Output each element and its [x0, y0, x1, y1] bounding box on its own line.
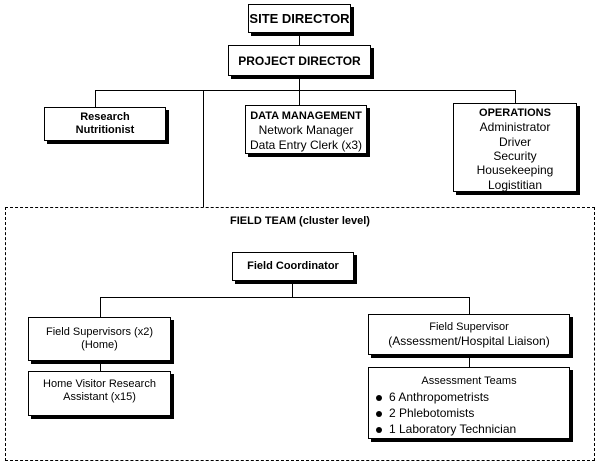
project-director-box: PROJECT DIRECTOR	[228, 45, 371, 76]
assessment-teams-item: 1 Laboratory Technician	[389, 422, 517, 436]
assessment-teams-item: 6 Anthropometrists	[389, 390, 490, 404]
operations-item: Administrator	[479, 120, 551, 135]
data-management-item: Data Entry Clerk (x3)	[249, 137, 363, 152]
connector-to-data-management	[299, 90, 300, 105]
operations-item: Driver	[499, 134, 531, 149]
home-visitor-box: Home Visitor Research Assistant (x15)	[28, 371, 171, 416]
field-team-title: FIELD TEAM (cluster level)	[230, 215, 370, 227]
connector-coordinator-down	[292, 281, 293, 297]
field-supervisors-home-line2: (Home)	[81, 339, 118, 352]
operations-item: Housekeeping	[476, 163, 554, 178]
connector-site-project	[299, 33, 300, 45]
bullet-icon	[376, 395, 382, 401]
field-coordinator-label: Field Coordinator	[247, 260, 339, 272]
connector-project-down	[299, 76, 300, 90]
research-nutritionist-line2: Nutritionist	[75, 124, 135, 137]
field-coordinator-box: Field Coordinator	[232, 252, 354, 281]
connector-to-supervisor-assessment	[469, 297, 470, 314]
connector-to-supervisors-home	[100, 297, 101, 317]
bullet-icon	[376, 427, 382, 433]
assessment-teams-box: Assessment Teams 6 Anthropometrists 2 Ph…	[368, 367, 570, 439]
field-supervisor-assessment-line1: Field Supervisor	[429, 321, 509, 333]
assessment-teams-item: 2 Phlebotomists	[389, 406, 475, 420]
connector-assessment-teams	[469, 355, 470, 367]
operations-box: OPERATIONS Administrator Driver Security…	[453, 103, 577, 192]
field-supervisor-assessment-box: Field Supervisor (Assessment/Hospital Li…	[368, 314, 570, 355]
connector-to-operations	[515, 90, 516, 103]
connector-to-field-team	[203, 90, 204, 207]
assessment-teams-title: Assessment Teams	[421, 375, 517, 387]
site-director-label: SITE DIRECTOR	[249, 11, 350, 26]
project-director-label: PROJECT DIRECTOR	[238, 54, 361, 68]
site-director-box: SITE DIRECTOR	[248, 4, 351, 33]
data-management-item: Network Manager	[258, 123, 354, 138]
connector-field-horizontal	[100, 297, 469, 298]
field-supervisors-home-line1: Field Supervisors (x2)	[46, 326, 153, 338]
field-team-frame	[5, 207, 595, 461]
home-visitor-line2: Assistant (x15)	[63, 391, 136, 404]
connector-to-nutritionist	[95, 90, 96, 107]
data-management-title: DATA MANAGEMENT	[250, 110, 362, 122]
operations-item: Logistitian	[487, 177, 543, 192]
field-supervisors-home-box: Field Supervisors (x2) (Home)	[28, 317, 171, 361]
bullet-icon	[376, 411, 382, 417]
research-nutritionist-box: Research Nutritionist	[44, 107, 166, 141]
connector-home-visitor	[100, 361, 101, 371]
field-supervisor-assessment-line2: (Assessment/Hospital Liaison)	[388, 334, 550, 349]
research-nutritionist-line1: Research	[80, 111, 130, 123]
operations-item: Security	[493, 148, 537, 163]
connector-top-horizontal	[95, 90, 515, 91]
operations-title: OPERATIONS	[479, 107, 551, 119]
data-management-box: DATA MANAGEMENT Network Manager Data Ent…	[245, 105, 367, 154]
home-visitor-line1: Home Visitor Research	[43, 378, 156, 390]
